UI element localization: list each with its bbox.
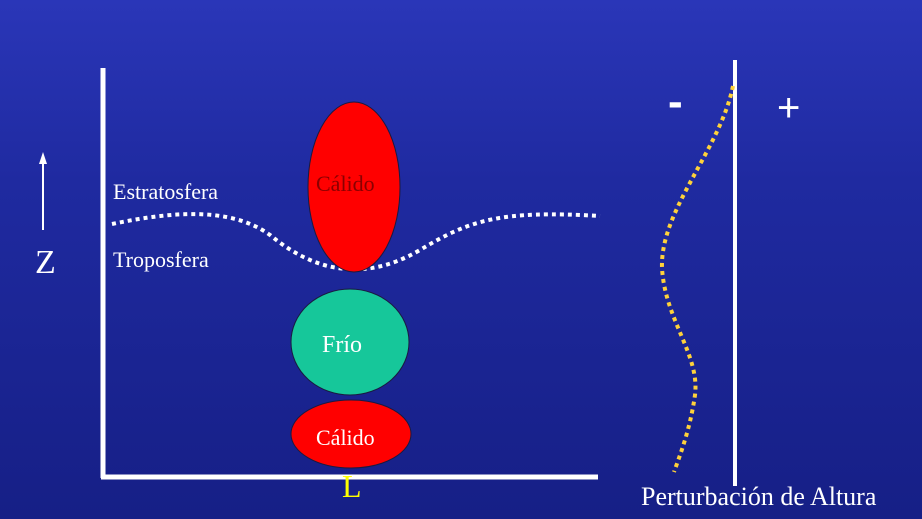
- z-arrow-head: [39, 152, 47, 164]
- height-perturbation-curve: [659, 85, 735, 473]
- minus-sign: -: [668, 77, 683, 126]
- plus-sign: +: [777, 86, 801, 130]
- warm-top-label: Cálido: [316, 171, 375, 196]
- warm-region-top: [307, 101, 401, 273]
- cold-label: Frío: [322, 332, 363, 358]
- troposphere-label: Troposfera: [113, 247, 209, 272]
- tropopause-line: [111, 212, 601, 272]
- height-perturbation-caption: Perturbación de Altura: [641, 482, 877, 511]
- stratosphere-label: Estratosfera: [113, 179, 219, 204]
- low-label: L: [342, 468, 362, 504]
- warm-region-bottom: [290, 399, 412, 469]
- warm-bottom-label: Cálido: [316, 425, 375, 450]
- cold-region: [290, 288, 410, 396]
- z-axis-label: Z: [35, 244, 56, 281]
